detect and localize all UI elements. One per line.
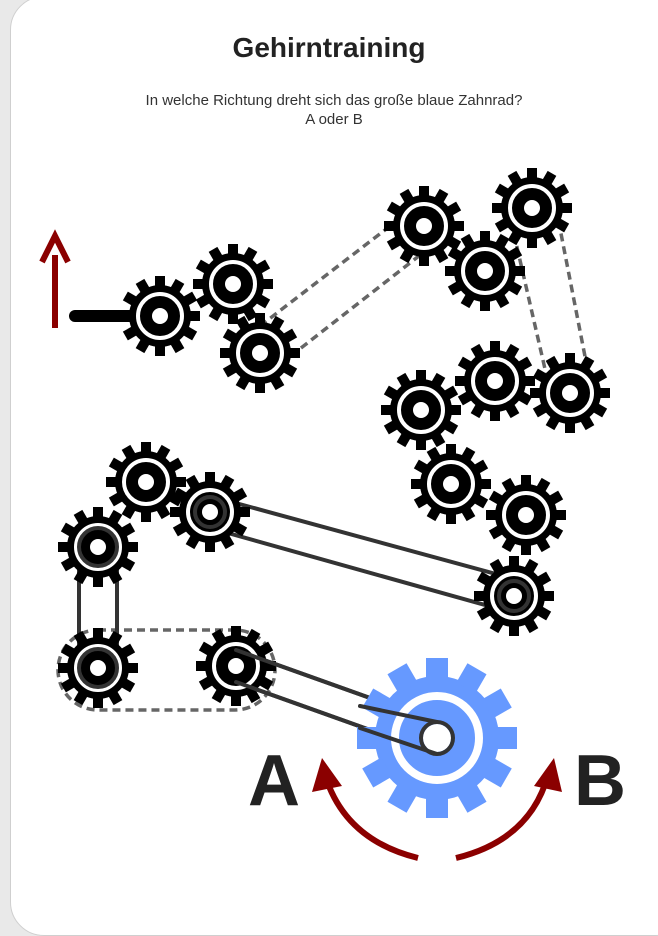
gear-3 — [218, 311, 302, 395]
gear-2 — [191, 242, 275, 326]
gear-1 — [118, 274, 202, 358]
gear-10 — [409, 442, 493, 526]
direction-arrow-a — [312, 758, 419, 861]
arrow-up-icon — [39, 229, 71, 328]
gear-8 — [528, 351, 612, 435]
gear-12 — [472, 554, 556, 638]
direction-arrow-b — [455, 758, 562, 861]
gear-9 — [379, 368, 463, 452]
question-line-1: In welche Richtung dreht sich das große … — [145, 92, 523, 109]
target-belt-loop — [358, 704, 455, 756]
gear-15 — [56, 505, 140, 589]
option-b-label[interactable]: B — [574, 741, 626, 821]
gear-11 — [484, 473, 568, 557]
question-line-2: A oder B — [305, 111, 363, 128]
question-text: In welche Richtung dreht sich das große … — [0, 91, 658, 129]
target-gear — [357, 658, 517, 818]
option-a-label[interactable]: A — [248, 741, 300, 821]
gear-puzzle: A B — [39, 166, 626, 861]
gear-7 — [453, 339, 537, 423]
page-title: Gehirntraining — [232, 32, 426, 63]
